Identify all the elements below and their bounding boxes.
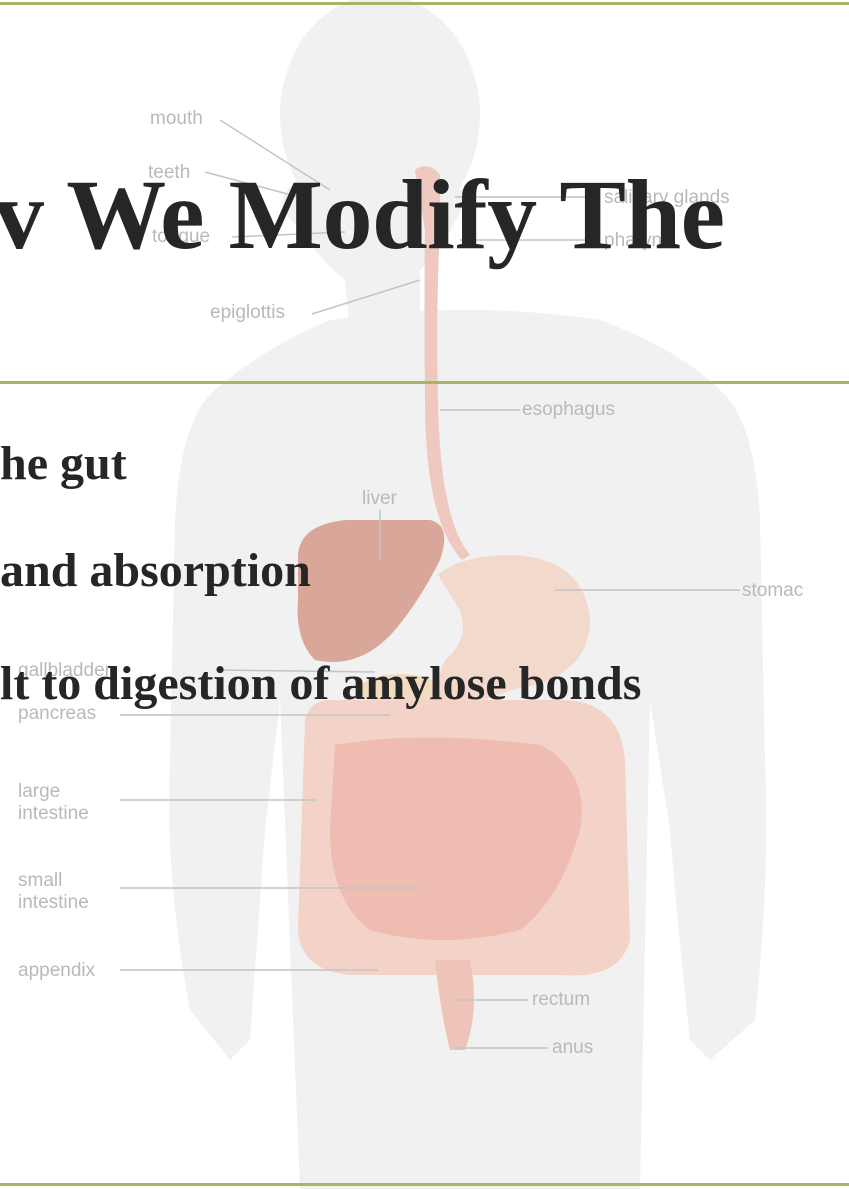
label-esophagus: esophagus <box>522 399 615 421</box>
label-liver: liver <box>362 488 397 510</box>
title-divider-rule <box>0 381 849 384</box>
label-appendix: appendix <box>18 960 95 982</box>
label-epiglottis: epiglottis <box>210 302 285 324</box>
bottom-rule <box>0 1183 849 1186</box>
label-anus: anus <box>552 1037 593 1059</box>
top-rule <box>0 2 849 5</box>
label-mouth: mouth <box>150 108 203 130</box>
label-small-intestine: small intestine <box>18 870 128 914</box>
bullet-item-1: he gut <box>0 440 127 488</box>
bullet-item-3: lt to digestion of amylose bonds <box>0 660 641 708</box>
slide-title: v We Modify The <box>0 165 725 265</box>
label-large-intestine: large intestine <box>18 781 128 825</box>
label-stomach: stomac <box>742 580 803 602</box>
label-rectum: rectum <box>532 989 590 1011</box>
bullet-item-2: and absorption <box>0 547 311 595</box>
